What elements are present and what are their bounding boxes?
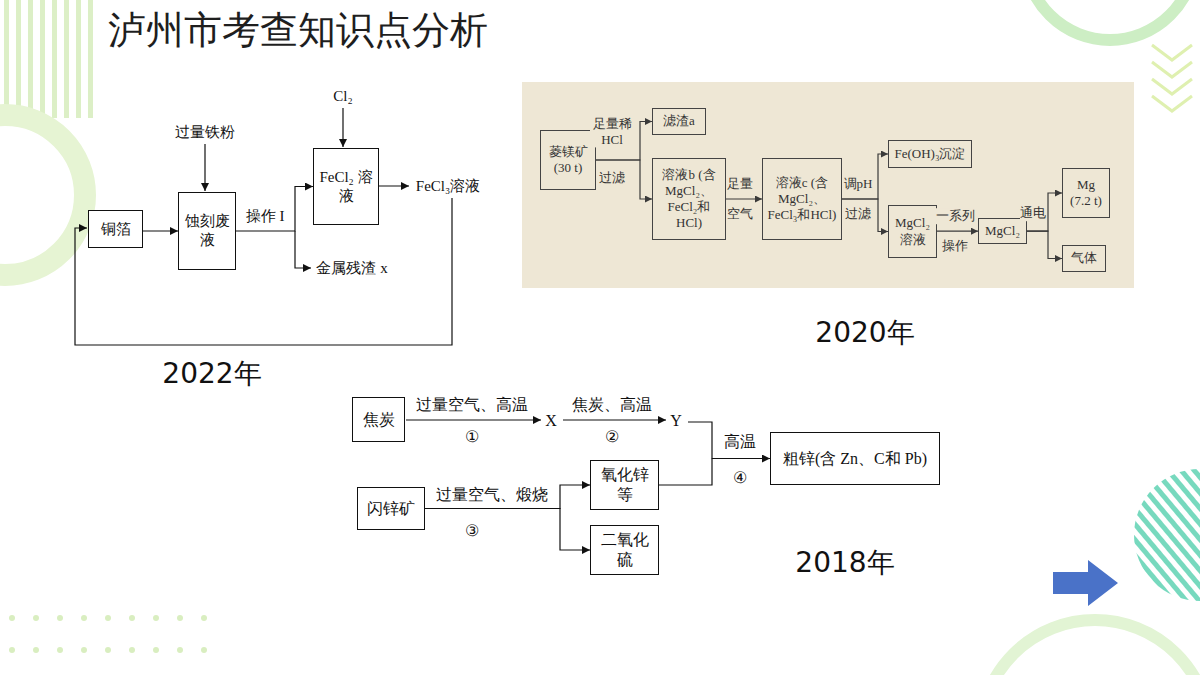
box-text: 氧化锌等 <box>595 465 654 505</box>
flow-label: ③ <box>465 521 479 540</box>
process-box: 闪锌矿 <box>357 487 425 530</box>
flow-arrow <box>659 459 770 486</box>
box-text: 气体 <box>1071 250 1097 266</box>
edge-label: 一系列 <box>936 208 975 224</box>
edge-label: 高温 <box>724 432 756 451</box>
flow-arrow <box>842 154 888 199</box>
flow-label: 过滤 <box>845 206 871 222</box>
process-box: 焦炭 <box>352 397 405 442</box>
process-box: 滤渣a <box>652 108 706 135</box>
process-box: FeCl₂ 溶液 <box>313 148 379 225</box>
deco-chevrons <box>1152 45 1192 111</box>
flow-label: FeCl₃溶液 <box>416 177 480 195</box>
flow-arrow <box>236 187 313 232</box>
box-text: Fe(OH)₃沉淀 <box>895 146 966 162</box>
box-text: 菱镁矿 (30 t) <box>545 144 591 177</box>
flow-label: Y <box>670 411 682 430</box>
box-text: 焦炭 <box>363 410 395 430</box>
flow-label: X <box>545 411 557 430</box>
flow-arrow <box>937 231 978 232</box>
flow-label: 焦炭、高温 <box>572 395 652 414</box>
deco-dots <box>9 615 207 653</box>
box-text: 溶液b (含MgCl₂、FeCl₂和HCl) <box>657 167 721 232</box>
box-text: FeCl₂ 溶液 <box>318 168 374 206</box>
box-text: 溶液c (含MgCl₂、FeCl₃和HCl) <box>767 175 837 224</box>
box-text: 二氧化硫 <box>595 530 654 570</box>
box-text: MgCl₂ <box>985 223 1020 239</box>
box-text: 滤渣a <box>663 113 695 129</box>
flow-arrow <box>425 485 590 509</box>
feed-arrows <box>75 108 712 459</box>
flow-label: 过滤 <box>599 170 625 186</box>
edge-label: 操作 I <box>246 207 285 225</box>
process-box: 溶液c (含MgCl₂、FeCl₃和HCl) <box>762 158 842 240</box>
edge-label: 通电 <box>1020 205 1046 221</box>
flow-label: 过量空气、高温 <box>416 395 528 414</box>
process-box: 二氧化硫 <box>590 525 659 575</box>
flow-label: ② <box>605 427 619 446</box>
box-text: 粗锌(含 Zn、C和 Pb) <box>783 449 927 469</box>
process-box: 粗锌(含 Zn、C和 Pb) <box>770 432 940 485</box>
box-text: Mg (7.2 t) <box>1067 177 1105 210</box>
next-arrow <box>1053 560 1118 606</box>
process-box: 气体 <box>1062 245 1106 272</box>
flow-label: ① <box>465 427 479 446</box>
edge-label: 足量 <box>727 176 753 192</box>
flow-arrow <box>143 230 178 231</box>
year-caption: 2022年 <box>162 357 261 391</box>
process-box: 铜箔 <box>88 210 143 248</box>
flow-label: 过量铁粉 <box>175 123 235 141</box>
flow-arrow <box>842 199 888 232</box>
process-box: 蚀刻废液 <box>178 192 236 270</box>
photo-panel <box>522 82 1134 288</box>
year-caption: 2018年 <box>795 546 894 580</box>
slide-title: 泸州市考查知识点分析 <box>108 8 488 54</box>
deco-ring <box>0 115 85 275</box>
flow-label: 操作 <box>942 238 968 254</box>
flow-arrow <box>1027 231 1062 258</box>
process-box: 氧化锌等 <box>590 460 659 510</box>
flow-label: ④ <box>733 468 747 487</box>
process-box: 溶液b (含MgCl₂、FeCl₂和HCl) <box>652 158 726 240</box>
flow-arrow <box>726 198 762 199</box>
edge-label: 过量空气、煅烧 <box>436 485 548 504</box>
flow-arrow <box>425 509 590 551</box>
deco-ring <box>1025 0 1195 40</box>
flow-arrow <box>596 160 652 199</box>
year-caption: 2020年 <box>815 316 914 350</box>
process-box: MgCl₂ <box>978 218 1027 244</box>
process-box: Mg (7.2 t) <box>1062 168 1110 218</box>
corner-stripes <box>4 0 93 118</box>
box-text: 闪锌矿 <box>367 499 415 519</box>
edge-label: 调pH <box>844 176 873 192</box>
process-box: MgCl₂ 溶液 <box>888 205 937 258</box>
flow-label: 金属残渣 x <box>316 259 387 277</box>
box-text: MgCl₂ 溶液 <box>893 215 932 248</box>
edge-label: 足量稀 HCl <box>590 116 634 147</box>
process-box: Fe(OH)₃沉淀 <box>888 140 972 168</box>
process-box: 菱镁矿 (30 t) <box>540 130 596 190</box>
flow-label: 空气 <box>727 206 753 222</box>
deco-ring <box>980 620 1200 675</box>
flow-label: Cl₂ <box>333 87 352 105</box>
box-text: 铜箔 <box>101 220 131 239</box>
deco-striped-circle <box>1134 469 1200 601</box>
box-text: 蚀刻废液 <box>183 212 231 250</box>
